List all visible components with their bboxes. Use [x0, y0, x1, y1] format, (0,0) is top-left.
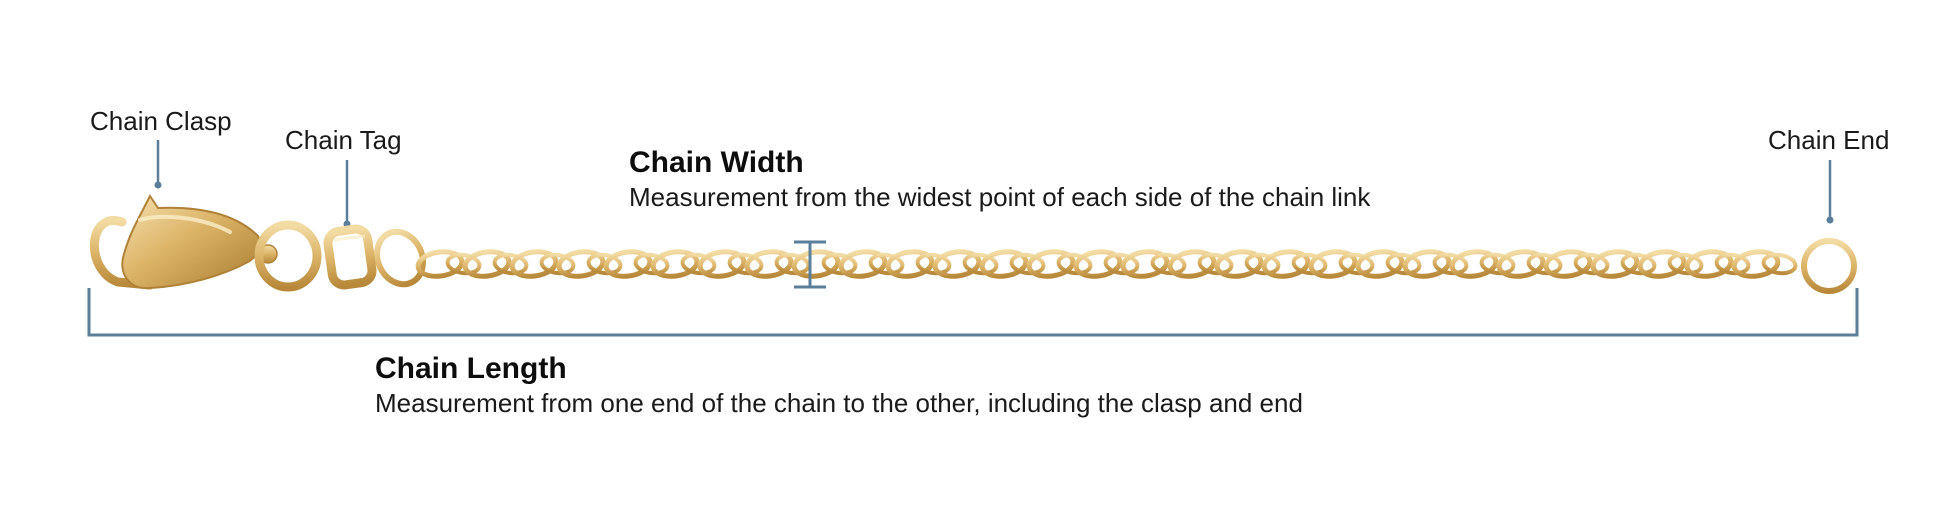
- chain-clasp-label: Chain Clasp: [90, 108, 232, 134]
- chain-tag: [326, 227, 373, 286]
- chain-width-title: Chain Width: [629, 148, 804, 178]
- chain-links: [369, 224, 1797, 292]
- clasp-leader: [155, 140, 162, 189]
- chain-tag-label: Chain Tag: [285, 127, 402, 153]
- chain-length-title: Chain Length: [375, 354, 567, 384]
- end-leader: [1827, 160, 1834, 224]
- chain-width-description: Measurement from the widest point of eac…: [629, 184, 1370, 210]
- lobster-clasp: [94, 196, 277, 288]
- chain-end-label: Chain End: [1768, 127, 1889, 153]
- chain-end-ring: [1804, 241, 1854, 291]
- tag-leader: [344, 160, 351, 228]
- chain-length-description: Measurement from one end of the chain to…: [375, 390, 1303, 416]
- chain-width-marker: [794, 242, 826, 287]
- chain-length-bracket: [89, 288, 1857, 335]
